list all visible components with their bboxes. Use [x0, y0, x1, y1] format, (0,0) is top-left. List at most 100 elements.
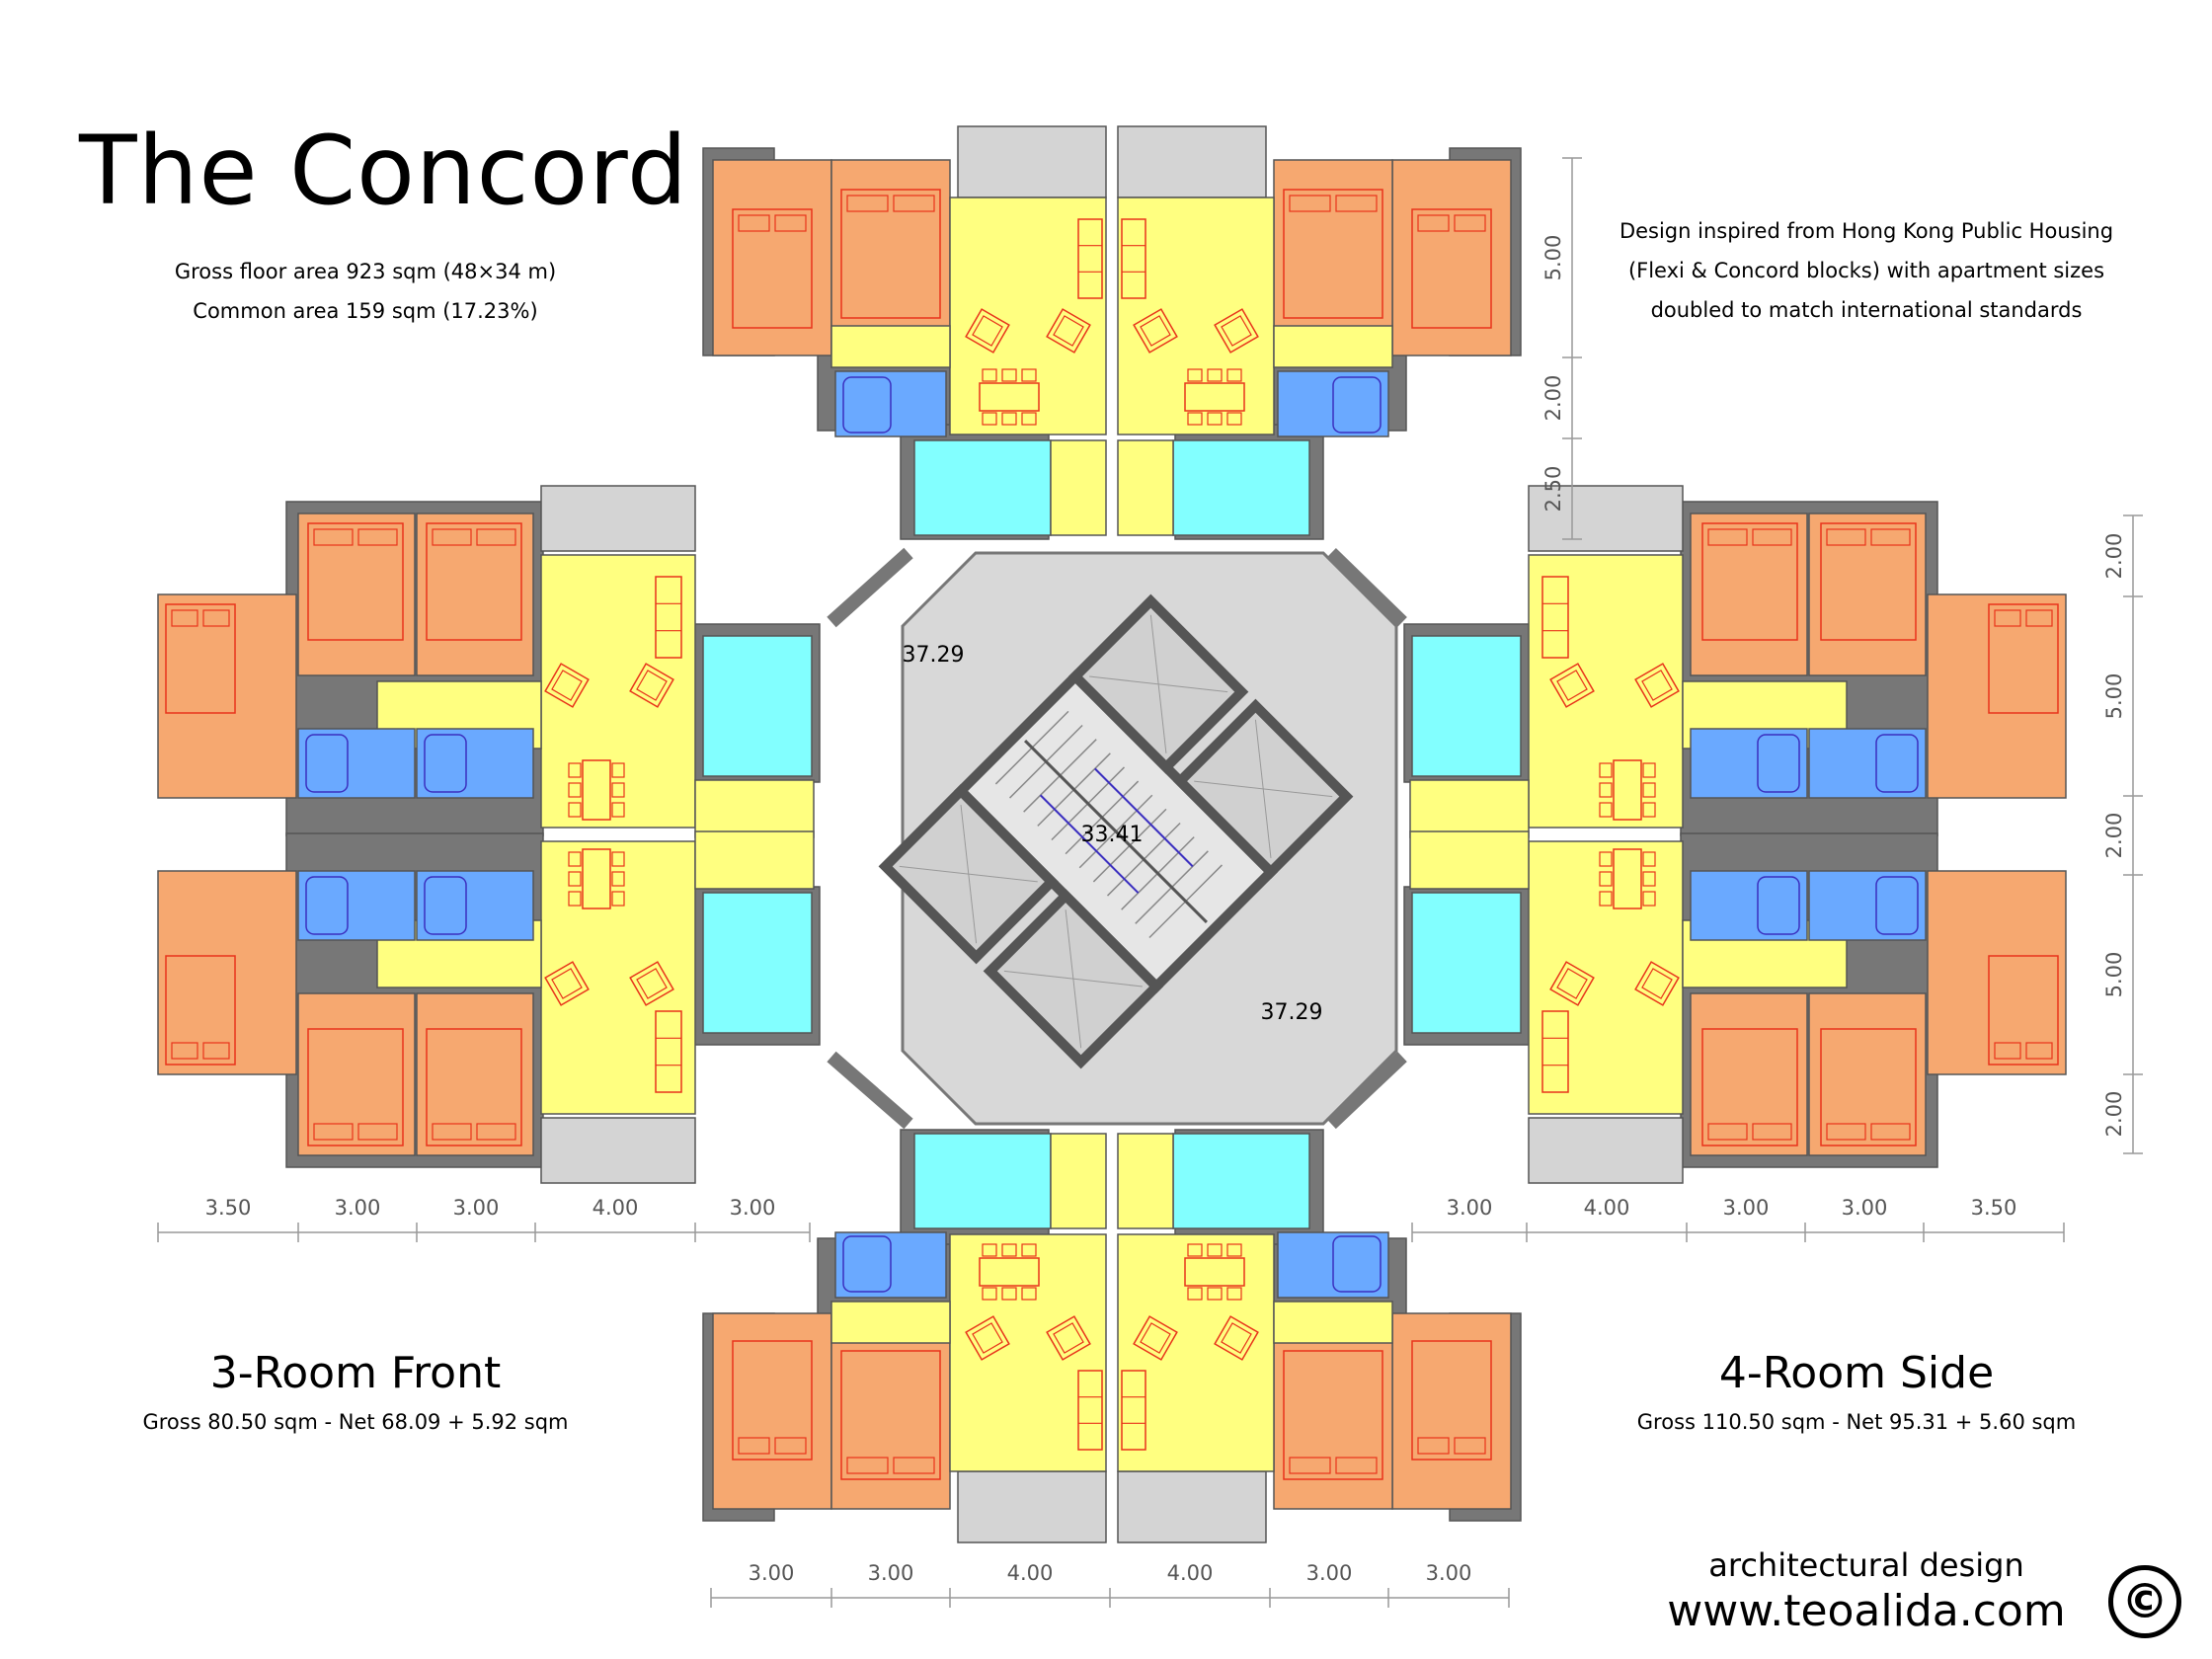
chair — [1226, 1287, 1242, 1301]
chair — [1001, 368, 1017, 382]
bedroom-master — [1391, 1312, 1512, 1510]
bedroom-master — [157, 870, 297, 1075]
chair — [1226, 368, 1242, 382]
bathtub-icon — [842, 376, 892, 434]
three-room-furniture-nw — [732, 189, 1103, 434]
pillow — [1454, 1437, 1486, 1455]
three-room-unit-se — [1117, 1129, 1522, 1543]
four-room-unit-wn — [157, 485, 821, 838]
pillow — [774, 214, 807, 232]
bathtub-icon — [305, 876, 349, 935]
bathroom-2 — [416, 728, 534, 799]
bathroom — [297, 870, 416, 941]
chair — [1187, 412, 1203, 426]
bed-frame — [1411, 1340, 1492, 1461]
bedroom — [830, 1312, 951, 1510]
chair — [982, 412, 997, 426]
pillow — [1826, 1123, 1866, 1141]
dimension-label: 5.00 — [1541, 235, 1565, 281]
sofa-base — [655, 1010, 682, 1093]
chair — [1642, 802, 1656, 818]
kitchen — [913, 439, 1052, 536]
chair-seat — [1214, 308, 1259, 354]
chair-seat — [965, 308, 1010, 354]
bed-frame — [1988, 603, 2059, 714]
tub — [1332, 1235, 1382, 1293]
bedroom-master — [157, 593, 297, 799]
common-area-text: Common area 159 sqm (17.23%) — [193, 299, 538, 323]
chair — [1642, 762, 1656, 778]
chair — [1187, 368, 1203, 382]
dining-table-icon — [979, 1243, 1040, 1301]
dining-table-icon — [568, 848, 625, 909]
bed-icon — [732, 1340, 813, 1461]
tub — [305, 734, 349, 793]
sofa-base — [1077, 1370, 1103, 1451]
bed-icon — [307, 522, 404, 641]
pillow — [432, 1123, 472, 1141]
living-room — [1528, 554, 1684, 829]
chair — [1187, 1287, 1203, 1301]
bathtub-icon — [1757, 876, 1800, 935]
entry — [1050, 1133, 1107, 1229]
pillow — [202, 609, 230, 627]
bed-icon — [1820, 522, 1917, 641]
dining-table-icon — [1184, 368, 1245, 426]
bathtub-icon — [1757, 734, 1800, 793]
armchair-icon — [629, 961, 674, 1006]
four-room-furniture-en — [1541, 522, 2059, 821]
bed-icon — [840, 189, 941, 319]
bedroom-master — [1391, 159, 1512, 356]
pillow — [171, 1042, 198, 1060]
entry — [694, 830, 815, 890]
sofa-base — [655, 576, 682, 659]
bed-icon — [1701, 522, 1798, 641]
bathtub-icon — [1332, 376, 1382, 434]
pillow — [1752, 1123, 1792, 1141]
bedroom-master — [712, 1312, 832, 1510]
bed-frame — [165, 603, 236, 714]
sofa-icon — [1077, 1370, 1103, 1451]
table-top — [979, 382, 1040, 412]
four-room-summary: Gross 110.50 sqm - Net 95.31 + 5.60 sqm — [1636, 1410, 2077, 1434]
living-room — [1117, 197, 1275, 435]
credit-line-1: architectural design — [1708, 1546, 2024, 1584]
lift-x — [1194, 780, 1333, 798]
bathtub-icon — [1875, 734, 1919, 793]
dimension-label: 3.00 — [1426, 1561, 1472, 1585]
three-room-unit-sw — [702, 1129, 1107, 1543]
bed-frame — [426, 1028, 522, 1146]
chair — [1187, 1243, 1203, 1257]
dimension-label: 3.00 — [868, 1561, 914, 1585]
chair — [1021, 1287, 1037, 1301]
four-room-unit-en — [1403, 485, 2067, 838]
credit-website[interactable]: www.teoalida.com — [1667, 1586, 2066, 1636]
pillow — [774, 1437, 807, 1455]
core-wall — [827, 1051, 913, 1130]
three-room-unit-ne — [1117, 125, 1522, 540]
chair — [568, 871, 582, 887]
chair — [1021, 412, 1037, 426]
bed-icon — [1411, 208, 1492, 329]
chair — [611, 762, 625, 778]
chair-seat — [1549, 663, 1595, 708]
bathroom-2 — [416, 870, 534, 941]
sofa-base — [1541, 1010, 1569, 1093]
tub — [1332, 376, 1382, 434]
chair — [1599, 782, 1613, 798]
core-wall — [1326, 547, 1407, 628]
chair-seat — [1133, 1315, 1178, 1361]
table-top — [582, 759, 611, 821]
pillow — [1707, 1123, 1748, 1141]
entry — [1117, 439, 1174, 536]
chair — [1207, 412, 1223, 426]
pillow — [1994, 1042, 2021, 1060]
bedroom — [1273, 159, 1393, 356]
bed-frame — [1411, 208, 1492, 329]
chair — [1599, 851, 1613, 867]
dimension-label: 3.00 — [1306, 1561, 1353, 1585]
bathroom — [1808, 870, 1927, 941]
chair — [568, 762, 582, 778]
chair — [1021, 368, 1037, 382]
